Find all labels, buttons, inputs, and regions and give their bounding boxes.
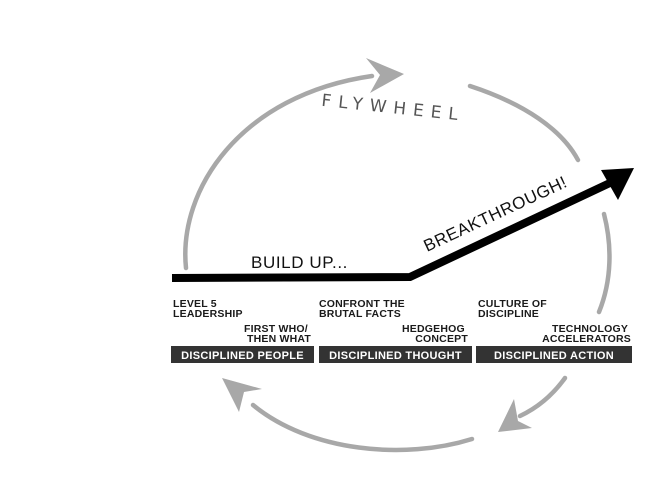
concept-level5-line2: LEADERSHIP bbox=[173, 308, 243, 320]
stage-bar-people bbox=[171, 346, 314, 363]
cycle-arc-right bbox=[596, 211, 612, 315]
concept-technology-line2: ACCELERATORS bbox=[542, 333, 631, 345]
concept-hedgehog-line2: CONCEPT bbox=[415, 333, 468, 345]
build-up-label: BUILD UP... bbox=[251, 253, 348, 272]
concept-confront-line1: CONFRONT THE bbox=[319, 298, 405, 310]
concept-hedgehog-line1: HEDGEHOG bbox=[402, 323, 465, 335]
concept-technology: TECHNOLOGY ACCELERATORS bbox=[542, 323, 631, 345]
cycle-arc-bottom-right bbox=[517, 375, 568, 419]
flywheel-title: FLYWHEEL bbox=[320, 91, 465, 126]
cycle-arrow-icon bbox=[366, 58, 404, 93]
cycle-arrowheads bbox=[222, 58, 532, 432]
concept-confront-line2: BRUTAL FACTS bbox=[319, 308, 401, 320]
stage-bar-action bbox=[476, 346, 632, 363]
cycle-arc-top-left bbox=[183, 73, 375, 271]
concept-culture: CULTURE OF DISCIPLINE bbox=[478, 298, 550, 320]
concept-first-who: FIRST WHO/ THEN WHAT bbox=[244, 323, 311, 345]
cycle-arc-top-right bbox=[467, 83, 581, 163]
concept-first-who-line2: THEN WHAT bbox=[247, 333, 311, 345]
stage-label-people: DISCIPLINED PEOPLE bbox=[181, 350, 304, 362]
concept-level5: LEVEL 5 LEADERSHIP bbox=[173, 298, 243, 320]
concept-culture-line2: DISCIPLINE bbox=[478, 308, 539, 320]
concept-first-who-line1: FIRST WHO/ bbox=[244, 323, 308, 335]
cycle-arrow-icon bbox=[498, 399, 532, 432]
concept-confront: CONFRONT THE BRUTAL FACTS bbox=[319, 298, 408, 320]
breakthrough-arrow-icon bbox=[601, 168, 634, 200]
cycle-arc-bottom bbox=[250, 402, 475, 453]
stage-label-action: DISCIPLINED ACTION bbox=[494, 350, 614, 362]
stage-bar-thought bbox=[319, 346, 472, 363]
concept-labels: LEVEL 5 LEADERSHIP FIRST WHO/ THEN WHAT … bbox=[173, 298, 631, 345]
stage-bars: DISCIPLINED PEOPLE DISCIPLINED THOUGHT D… bbox=[171, 346, 632, 363]
concept-technology-line1: TECHNOLOGY bbox=[552, 323, 628, 335]
stage-label-thought: DISCIPLINED THOUGHT bbox=[329, 350, 462, 362]
concept-level5-line1: LEVEL 5 bbox=[173, 298, 217, 310]
concept-culture-line1: CULTURE OF bbox=[478, 298, 547, 310]
cycle-arrow-icon bbox=[222, 378, 262, 412]
concept-hedgehog: HEDGEHOG CONCEPT bbox=[402, 323, 468, 345]
build-up-arrow bbox=[171, 168, 634, 282]
cycle-arrows bbox=[183, 73, 612, 453]
